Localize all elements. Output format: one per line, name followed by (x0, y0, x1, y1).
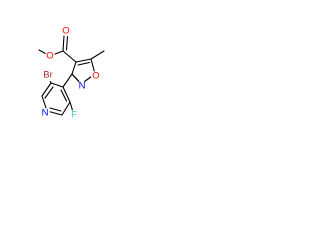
bond-py-c5-c4-inner (60, 89, 68, 102)
atom-bromine: Br (43, 70, 53, 81)
bond-c3-pyridine (62, 73, 73, 88)
molecule-structure: O O O N Br N F (38, 26, 105, 121)
bond-c5-methyl (90, 50, 105, 60)
bond-py-c3-c2 (41, 82, 52, 97)
atom-fluorine: F (71, 110, 77, 121)
atom-isoxazole-nitrogen: N (79, 81, 86, 92)
bond-carbonyl-double-1 (62, 35, 65, 52)
bond-carbonyl-double-2 (65, 35, 69, 51)
atom-labels: O O O N Br N F (40, 26, 101, 121)
bond-c4-c5-inner (77, 61, 91, 66)
bond-c3-c4 (71, 61, 77, 75)
atom-ester-oxygen: O (46, 51, 53, 62)
bond-py-n-c6-inner (49, 107, 62, 112)
bond-c4-c5 (75, 58, 92, 63)
bonds (38, 35, 105, 116)
bond-py-c5-c4 (62, 86, 71, 103)
bond-py-c6-c5 (61, 101, 71, 116)
bond-py-c4-c3 (50, 82, 64, 88)
bond-carbonyl-c4 (62, 50, 77, 63)
atom-pyridine-nitrogen: N (42, 108, 49, 119)
bond-n-c3-inner (71, 73, 80, 82)
bond-py-c3-c2-inner (44, 86, 54, 99)
atom-ring-oxygen: O (92, 71, 99, 82)
atom-carbonyl-oxygen: O (62, 26, 69, 37)
